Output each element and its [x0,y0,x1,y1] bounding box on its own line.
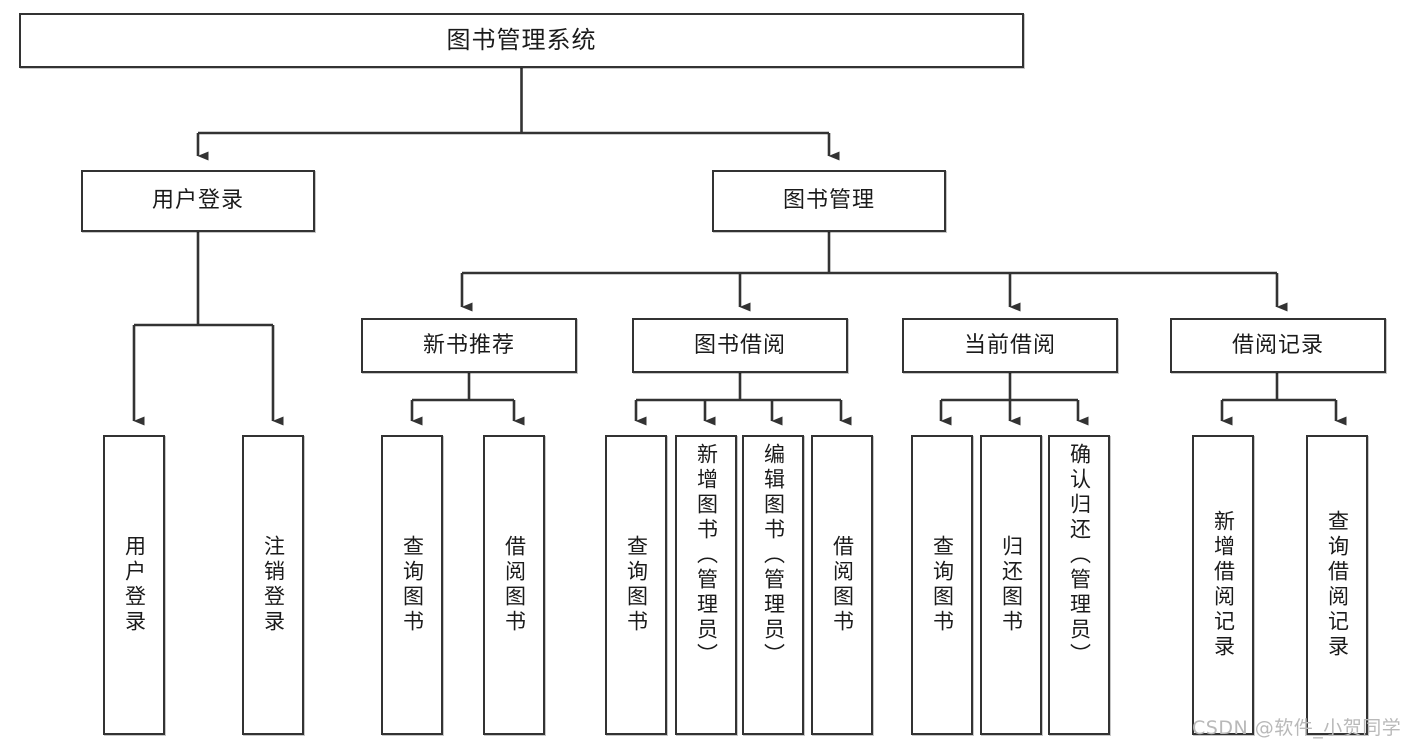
leaf-borrow-record-query-record[interactable]: 查询借阅记录 [1306,435,1368,735]
node-label: 查询图书 [930,535,955,635]
leaf-new-book-query-book[interactable]: 查询图书 [381,435,443,735]
node-label: 借阅图书 [830,535,855,635]
node-label: 用户登录 [122,535,147,635]
leaf-current-borrow-return-book[interactable]: 归还图书 [980,435,1042,735]
node-current-borrow[interactable]: 当前借阅 [902,318,1118,373]
node-borrow-record[interactable]: 借阅记录 [1170,318,1386,373]
node-label: 新增图书（管理员） [694,443,719,668]
leaf-user-login-logout[interactable]: 注销登录 [242,435,304,735]
node-label: 图书管理 [782,188,875,214]
leaf-book-borrow-query-book[interactable]: 查询图书 [605,435,667,735]
node-root-book-management-system[interactable]: 图书管理系统 [19,13,1024,68]
node-label: 注销登录 [261,535,286,635]
node-label: 新增借阅记录 [1211,510,1236,660]
node-label: 借阅图书 [502,535,527,635]
node-book-borrow[interactable]: 图书借阅 [632,318,848,373]
node-label: 查询图书 [400,535,425,635]
leaf-current-borrow-confirm-return-admin[interactable]: 确认归还（管理员） [1048,435,1110,735]
leaf-current-borrow-query-book[interactable]: 查询图书 [911,435,973,735]
node-label: 用户登录 [151,188,244,214]
node-book-management[interactable]: 图书管理 [712,170,946,232]
leaf-book-borrow-edit-book-admin[interactable]: 编辑图书（管理员） [742,435,804,735]
node-label: 归还图书 [999,535,1024,635]
node-label: 新书推荐 [422,332,515,358]
node-label: 借阅记录 [1231,332,1324,358]
node-user-login[interactable]: 用户登录 [81,170,315,232]
node-label: 查询借阅记录 [1325,510,1350,660]
leaf-user-login-login[interactable]: 用户登录 [103,435,165,735]
node-label: 编辑图书（管理员） [761,443,786,668]
node-label: 确认归还（管理员） [1067,443,1092,668]
leaf-book-borrow-add-book-admin[interactable]: 新增图书（管理员） [675,435,737,735]
node-label: 当前借阅 [963,332,1056,358]
node-label: 图书借阅 [693,332,786,358]
node-label: 图书管理系统 [446,26,597,55]
csdn-watermark: CSDN @软件_小贺同学 [1192,717,1402,739]
node-new-book-recommendation[interactable]: 新书推荐 [361,318,577,373]
leaf-book-borrow-borrow-book[interactable]: 借阅图书 [811,435,873,735]
node-label: 查询图书 [624,535,649,635]
leaf-borrow-record-add-record[interactable]: 新增借阅记录 [1192,435,1254,735]
leaf-new-book-borrow-book[interactable]: 借阅图书 [483,435,545,735]
